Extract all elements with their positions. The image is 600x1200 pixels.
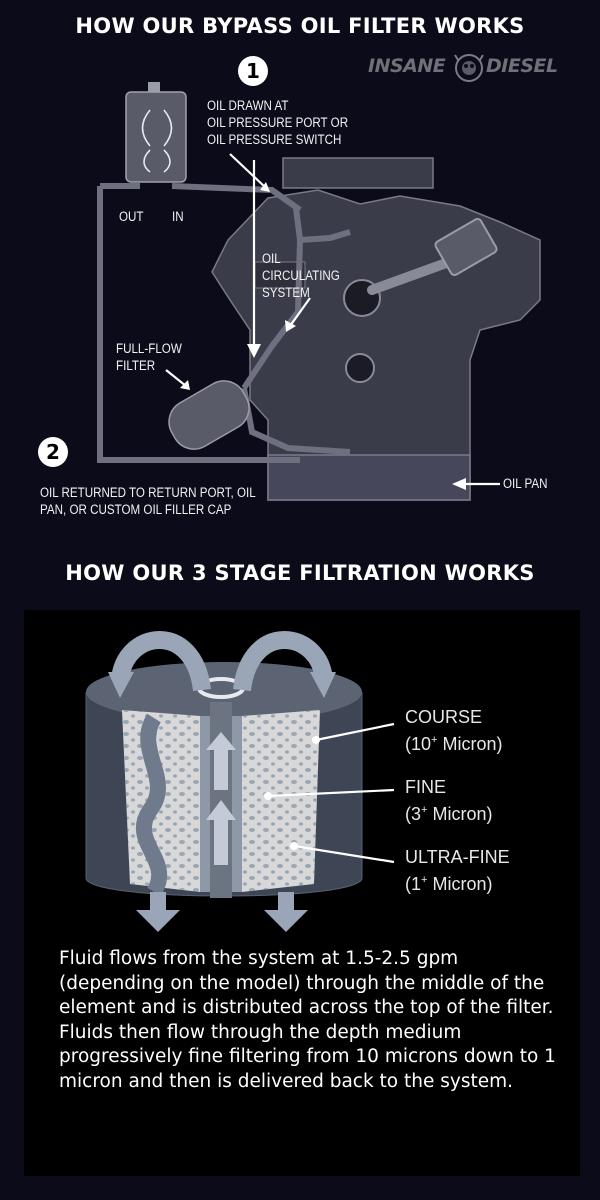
bypass-diagram: 1 2 OIL DRAWN AT OIL PRESSURE PORT OR OI… [0,40,600,560]
label-full-flow-filter: FULL-FLOW FILTER [116,341,182,373]
engine-illustration [97,82,541,501]
stage-course-name: COURSE [405,707,483,727]
stage-course: COURSE (10+ Micron) [405,706,502,756]
section-title-bypass: HOW OUR BYPASS OIL FILTER WORKS [75,14,525,38]
logo-text-left: INSANE [368,55,446,77]
filter-element-illustration [85,631,395,932]
stage-fine: FINE (3+ Micron) [405,776,492,826]
stage-ultra-fine-name: ULTRA-FINE [405,847,510,867]
label-in: IN [172,209,184,224]
label-oil-returned: OIL RETURNED TO RETURN PORT, OIL PAN, OR… [40,485,256,517]
step-2-badge: 2 [38,437,68,467]
label-oil-circulating: OIL CIRCULATING SYSTEM [262,251,340,300]
section-title-filtration: HOW OUR 3 STAGE FILTRATION WORKS [65,561,535,585]
filtration-panel: COURSE (10+ Micron) FINE (3+ Micron) ULT… [24,610,580,1176]
label-oil-pan: OIL PAN [503,476,548,491]
turbo-skull-icon [454,54,484,82]
label-out: OUT [119,209,144,224]
label-oil-drawn: OIL DRAWN AT OIL PRESSURE PORT OR OIL PR… [207,98,349,147]
stage-ultra-fine-detail: (1+ Micron) [405,874,493,894]
step-1-badge: 1 [238,56,268,86]
brand-logo: INSANE DIESEL [368,50,564,88]
stage-course-detail: (10+ Micron) [405,734,503,754]
logo-text-right: DIESEL [486,55,558,77]
stage-fine-detail: (3+ Micron) [405,804,493,824]
stage-fine-name: FINE [405,777,447,797]
filtration-description: Fluid flows from the system at 1.5-2.5 g… [59,948,556,1092]
stage-ultra-fine: ULTRA-FINE (1+ Micron) [405,846,510,896]
